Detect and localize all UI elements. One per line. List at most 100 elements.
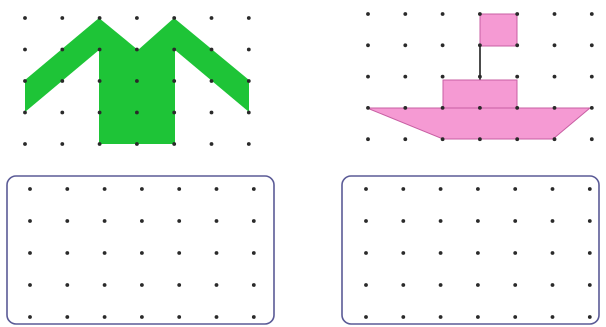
empty-right-dot [550,187,555,191]
shirt-grid-dot [209,47,214,52]
empty-left-dot [251,315,256,319]
empty-right-dot [476,283,480,287]
boat-grid-dot [478,137,482,142]
boat-grid-dot [589,74,594,79]
boat-flag [479,13,518,47]
empty-left-dot [28,219,32,223]
empty-left-dot [177,251,182,255]
empty-right-dot [364,219,368,223]
shirt-grid-dot [246,110,251,115]
empty-left-dot [214,283,219,287]
shirt-grid-dot [246,142,251,146]
empty-left-dot [102,283,107,287]
shirt-grid-dot [209,16,214,20]
boat-figure [366,12,594,142]
empty-left-dot [65,187,70,191]
empty-left-dot [214,219,219,223]
boat-grid-dot [589,12,594,16]
empty-left-dot [177,315,182,319]
empty-right-dot [513,315,518,319]
empty-grid-right-dots [364,187,592,319]
empty-right-dot [401,219,406,223]
empty-right-dot [438,283,443,287]
empty-left-dot [177,187,182,191]
empty-right-dot [438,219,443,223]
shirt-grid-dot [97,110,102,115]
shirt-grid-dot [135,47,139,52]
empty-right-dot [438,187,443,191]
boat-grid-dot [403,74,408,79]
boat-grid-dot [366,43,370,48]
shirt-grid-dot [60,142,65,146]
shirt-grid-dot [97,47,102,52]
shirt-grid-dot [97,16,102,20]
shirt-grid-dot [172,47,177,52]
boat-grid-dot [440,106,445,110]
boat-dot-grid [366,12,594,142]
boat-grid-dot [552,74,557,79]
shirt-grid-dot [135,79,139,83]
shirt-grid-dot [172,79,177,83]
empty-right-dot [476,187,480,191]
empty-grid-left-border [6,175,275,325]
boat-grid-dot [440,43,445,48]
empty-right-dot [364,315,368,319]
shirt-dot-grid [23,16,251,146]
empty-right-dot [401,315,406,319]
boat-grid-dot [366,137,370,142]
empty-right-dot [550,315,555,319]
boat-grid-dot [515,74,520,79]
boat-grid-dot [552,12,557,16]
empty-left-dot [251,219,256,223]
empty-left-dot [251,251,256,255]
empty-left-dot [214,251,219,255]
empty-right-dot [513,219,518,223]
empty-right-dot [513,187,518,191]
empty-grid-left [6,175,275,325]
shirt-grid-dot [60,79,65,83]
empty-right-dot [438,251,443,255]
shirt-figure [23,16,251,146]
empty-left-dot [140,219,144,223]
shirt-grid-dot [23,110,27,115]
boat-grid-dot [478,74,482,79]
empty-right-dot [587,219,592,223]
boat-grid-dot [589,106,594,110]
boat-grid-dot [366,12,370,16]
boat-grid-dot [552,137,557,142]
empty-left-dot [65,283,70,287]
empty-right-dot [550,219,555,223]
empty-right-dot [364,251,368,255]
empty-left-dot [102,315,107,319]
empty-left-dot [251,187,256,191]
boat-grid-dot [403,106,408,110]
shirt-grid-dot [172,110,177,115]
empty-right-dot [401,187,406,191]
empty-right-dot [513,251,518,255]
boat-grid-dot [478,43,482,48]
empty-left-dot [28,283,32,287]
empty-grid-right-border [341,175,600,325]
shirt-grid-dot [60,47,65,52]
empty-left-dot [251,283,256,287]
empty-right-dot [401,251,406,255]
shirt-grid-dot [23,142,27,146]
shirt-grid-dot [209,110,214,115]
empty-left-dot [140,315,144,319]
shirt-grid-dot [172,16,177,20]
boat-grid-dot [515,137,520,142]
empty-right-dot [587,283,592,287]
shirt-grid-dot [246,47,251,52]
shirt-grid-dot [23,47,27,52]
shirt-grid-dot [172,142,177,146]
shirt-grid-dot [60,16,65,20]
boat-grid-dot [366,74,370,79]
boat-grid-dot [403,43,408,48]
empty-left-dot [177,219,182,223]
empty-left-dot [102,187,107,191]
empty-right-dot [438,315,443,319]
empty-right-dot [401,283,406,287]
empty-left-dot [65,219,70,223]
boat-grid-dot [552,106,557,110]
